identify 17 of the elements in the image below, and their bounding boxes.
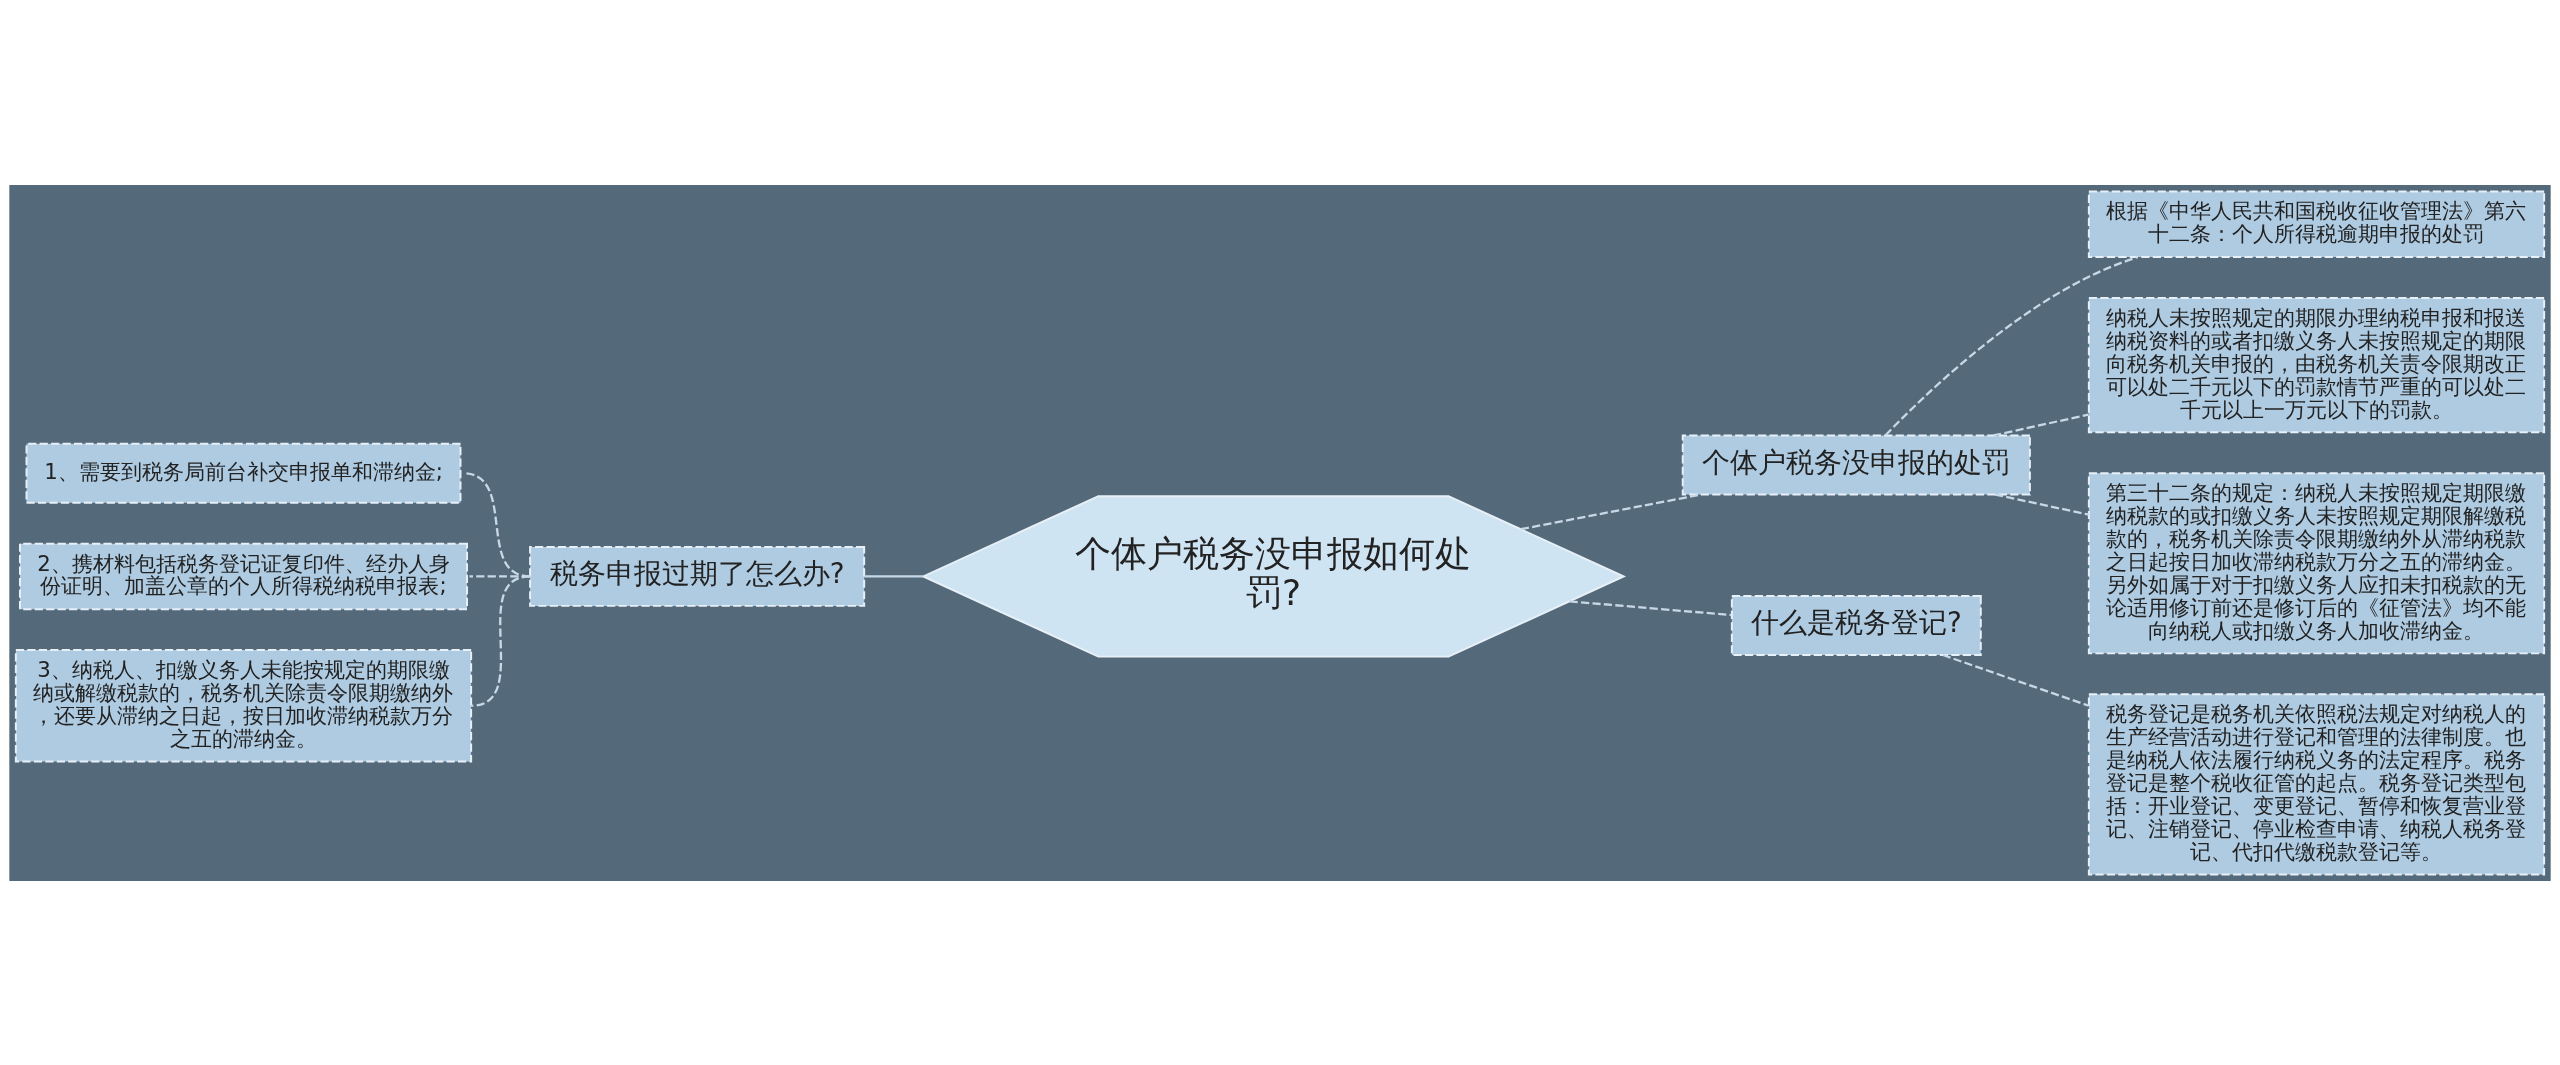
node-box: 纳税人未按照规定的期限办理纳税申报和报送纳税资料的或者扣缴义务人未按照规定的期限向税务机关申报的，由税务机关责令限期改正可以处二千元以下的罚款情节严重的可以处二千元以上一万元以下的罚款。 <box>2087 296 2546 433</box>
node-box: 第三十二条的规定：纳税人未按照规定期限缴纳税款的或扣缴义务人未按照规定期限解缴税款的，税务机关除责令限期缴纳外从滞纳税款之日起按日加收滞纳税款万分之五的滞纳金。另外如属于对于扣缴义务人应扣未扣税款的无论适用修订前还是修订后的《征管法》均不能向纳税人或扣缴义务人加收滞纳金。 <box>2087 471 2546 654</box>
connector <box>1992 412 2089 437</box>
connector <box>470 574 531 707</box>
connector <box>1884 255 2138 436</box>
node-box: 税务申报过期了怎么办? <box>529 545 866 607</box>
node-box: 根据《中华人民共和国税收征收管理法》第六十二条：个人所得税逾期申报的处罚 <box>2087 190 2546 258</box>
connector <box>1942 653 2089 707</box>
node-box: 税务登记是税务机关依照税法规定对纳税人的生产经营活动进行登记和管理的法律制度。也是纳税人依法履行纳税义务的法定程序。税务登记是整个税收征管的起点。税务登记类型包括：开业登记、变更登记、暂停和恢复营业登记、注销登记、停业检查申请、纳税人税务登记、代扣代缴税款登记等。 <box>2087 692 2546 875</box>
connector <box>1569 599 1732 616</box>
node-box: 什么是税务登记? <box>1730 594 1982 656</box>
node-box: 1、需要到税务局前台补交申报单和滞纳金; <box>25 442 462 504</box>
connector <box>1994 492 2089 516</box>
node-box: 个体户税务没申报的处罚 <box>1681 434 2031 495</box>
node-box: 3、纳税人、扣缴义务人未能按规定的期限缴纳或解缴税款的，税务机关除责令限期缴纳外，还要从滞纳之日起，按日加收滞纳税款万分之五的滞纳金。 <box>14 648 473 762</box>
node-box: 2、携材料包括税务登记证复印件、经办人身份证明、加盖公章的个人所得税纳税申报表; <box>18 542 469 610</box>
connector <box>864 574 924 578</box>
